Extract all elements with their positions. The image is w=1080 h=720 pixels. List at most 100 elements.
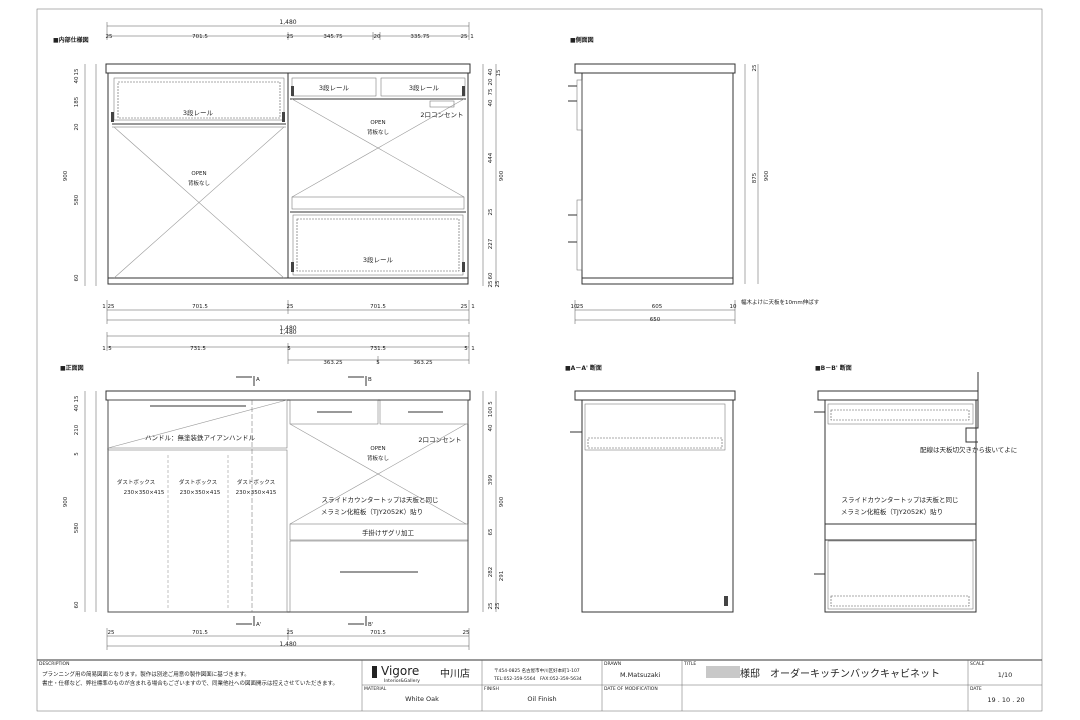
dim-label: 227 (488, 238, 494, 249)
label-open: OPEN (370, 120, 385, 126)
brand-logo-sub: Interior&Gallery (384, 678, 420, 684)
store-name: 中川店 (440, 667, 470, 680)
dim-label: 731.5 (190, 346, 206, 352)
dim-front-total-bottom: 1,480 (279, 641, 296, 648)
date-value: 19 . 10 . 20 (987, 696, 1024, 704)
dim-label: 731.5 (370, 346, 386, 352)
label-handle: ハンドル：無塗装鉄アイアンハンドル (145, 433, 255, 442)
label-outlet: 2口コンセント (420, 111, 463, 119)
section-b-title: ■B－B' 断面 (815, 364, 852, 372)
dim-label: 399 (488, 474, 494, 485)
label-noback: 背板なし (188, 179, 210, 187)
dim-label: 900 (63, 170, 69, 181)
dim-label: 20 (74, 123, 80, 130)
material-label: MATERIAL (364, 686, 387, 692)
dim-label: 25 (108, 304, 115, 310)
client-name-redacted (706, 666, 740, 678)
dim-label: 1 (471, 304, 475, 310)
dim-label: 75 (488, 88, 494, 95)
date-label: DATE (970, 686, 982, 692)
label-open: OPEN (191, 171, 206, 177)
front-carcass (107, 399, 469, 613)
title-label: TITLE (683, 661, 696, 667)
dim-label: 25 (461, 34, 468, 40)
label-dustbox: ダストボックス (179, 478, 217, 486)
dim-label: 10 (571, 304, 578, 310)
dim-label: 701.5 (370, 304, 386, 310)
dim-label: 1 (470, 34, 474, 40)
dim-label: 282 (488, 567, 494, 578)
dim-label: 25 (488, 280, 494, 287)
dim-label: 20 (488, 78, 494, 85)
dim-label: 15 (74, 68, 80, 75)
label-rail: 3段レール (183, 108, 214, 117)
description-label: DESCRIPTION (39, 661, 69, 667)
dim-label: 291 (499, 571, 505, 582)
left-door-front (107, 449, 288, 613)
section-a-view: ■A－A' 断面 (565, 364, 736, 613)
dim-label: 40 (74, 404, 80, 411)
dim-label: 65 (488, 528, 494, 535)
section-mark-a: A (256, 377, 260, 383)
dim-label: 60 (488, 272, 494, 279)
left-drawer-front (107, 399, 288, 449)
dim-label: 1 (471, 346, 475, 352)
front-view: ■正面図 1,480 1 5 731.5 5 731.5 5 1 363.25 … (60, 329, 505, 650)
store-tel: TEL:052-359-5564 FAX:052-359-5634 (493, 676, 582, 682)
label-dustbox-size: 230×350×415 (124, 490, 165, 496)
scale-label: SCALE (970, 661, 985, 667)
material-value: White Oak (405, 695, 439, 703)
dim-label: 25 (287, 304, 294, 310)
dim-label: 1 (102, 304, 106, 310)
label-handcut: 手掛けザグリ加工 (362, 528, 415, 537)
section-b-view: ■B－B' 断面 配線は天板切欠きから抜いてよに スライドカウンタートップは天板… (814, 364, 1017, 613)
dim-label: 25 (287, 630, 294, 636)
dim-label: 100 (488, 406, 494, 417)
drawn-label: DRAWN (604, 661, 621, 667)
dim-label: 900 (764, 170, 770, 181)
label-outlet: 2口コンセント (418, 436, 461, 444)
dim-label: 5 (488, 401, 494, 405)
section-mark-b-prime: B' (368, 622, 373, 628)
label-dustbox: ダストボックス (117, 478, 155, 486)
dim-label: 900 (499, 496, 505, 507)
dim-label: 363.25 (323, 360, 343, 366)
dim-label: 900 (63, 496, 69, 507)
dim-label: 185 (74, 96, 80, 107)
label-dustbox-size: 230×350×415 (180, 490, 221, 496)
title-block: DESCRIPTION プランニング用の简易図面となります。製作は別途ご用意の製… (37, 659, 1042, 711)
dim-label: 580 (74, 194, 80, 205)
dim-label: 875 (752, 172, 758, 183)
dim-label: 40 (488, 68, 494, 75)
dim-label: 363.25 (413, 360, 433, 366)
dim-label: 5 (376, 360, 380, 366)
dim-label: 444 (488, 152, 494, 163)
label-rail: 3段レール (363, 255, 394, 264)
dim-label: 650 (650, 317, 661, 323)
label-noback: 背板なし (367, 128, 389, 136)
dim-label: 701.5 (192, 34, 208, 40)
dim-front-total-top: 1,480 (279, 329, 296, 336)
dim-label: 1 (102, 346, 106, 352)
dim-label: 345.75 (323, 34, 343, 40)
drawn-by: M.Matsuzaki (620, 671, 660, 679)
dim-label: 580 (74, 522, 80, 533)
dim-label: 40 (488, 424, 494, 431)
section-mark-b: B (368, 377, 372, 383)
dim-label: 701.5 (370, 630, 386, 636)
dim-label: 25 (108, 630, 115, 636)
label-wiring-note: 配線は天板切欠きから抜いてよに (920, 445, 1017, 454)
dim-label: 25 (495, 280, 501, 287)
dim-label: 15 (496, 69, 502, 76)
dim-label: 25 (287, 34, 294, 40)
dim-label: 10 (730, 304, 737, 310)
dim-label: 25 (488, 602, 494, 609)
brand-logo: Vigore (381, 664, 419, 678)
finish-value: Oil Finish (527, 695, 556, 703)
label-side-note: 幅木よけに天板を10mm伸ばす (741, 298, 820, 306)
dim-label: 25 (577, 304, 584, 310)
dim-label: 40 (488, 99, 494, 106)
label-rail: 3段レール (409, 83, 440, 92)
sheet-border (36, 8, 1043, 712)
